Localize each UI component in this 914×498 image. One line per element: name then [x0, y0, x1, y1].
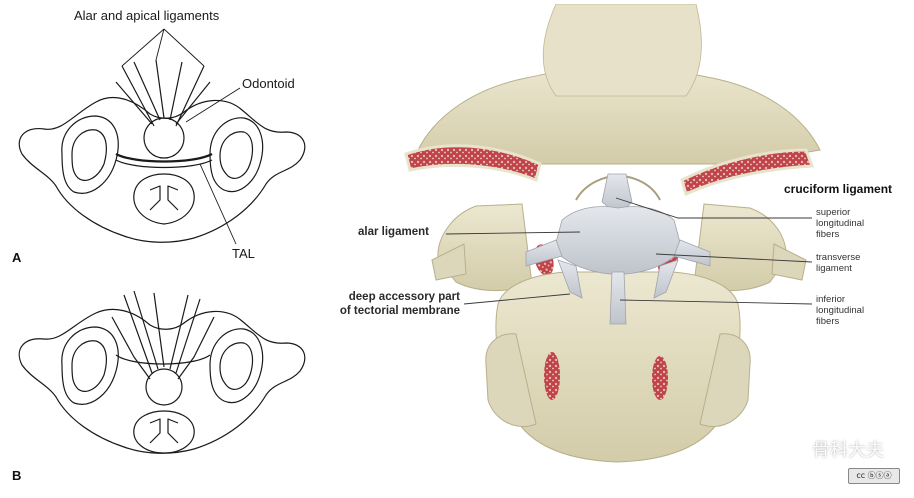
- label-transverse-ligament: transverse ligament: [816, 252, 861, 274]
- label-superior-fibers: superior longitudinal fibers: [816, 207, 865, 240]
- cc-license-badge-icon: cc ⓑⓢⓐ: [848, 468, 900, 484]
- figure-letter-a: A: [12, 250, 22, 265]
- sketch-a: [18, 28, 306, 245]
- panel-line-drawings: Alar and apical ligaments Odontoid TAL A…: [4, 4, 322, 492]
- cruciform-illustration: [404, 4, 821, 463]
- sketch-b: [18, 290, 306, 454]
- panel-illustration: cruciform ligament alar ligament deep ac…: [326, 4, 910, 492]
- wechat-icon: [772, 441, 797, 459]
- label-tal: TAL: [232, 246, 255, 261]
- label-alar-ligament: alar ligament: [358, 226, 429, 238]
- label-deep-accessory: deep accessory part of tectorial membran…: [339, 291, 460, 317]
- label-alar-apical: Alar and apical ligaments: [74, 8, 220, 23]
- figure-letter-b: B: [12, 468, 22, 483]
- label-cruciform-heading: cruciform ligament: [784, 182, 893, 196]
- label-inferior-fibers: inferior longitudinal fibers: [816, 294, 865, 327]
- watermark-text: 骨科大夫: [812, 440, 884, 461]
- label-odontoid: Odontoid: [242, 76, 295, 91]
